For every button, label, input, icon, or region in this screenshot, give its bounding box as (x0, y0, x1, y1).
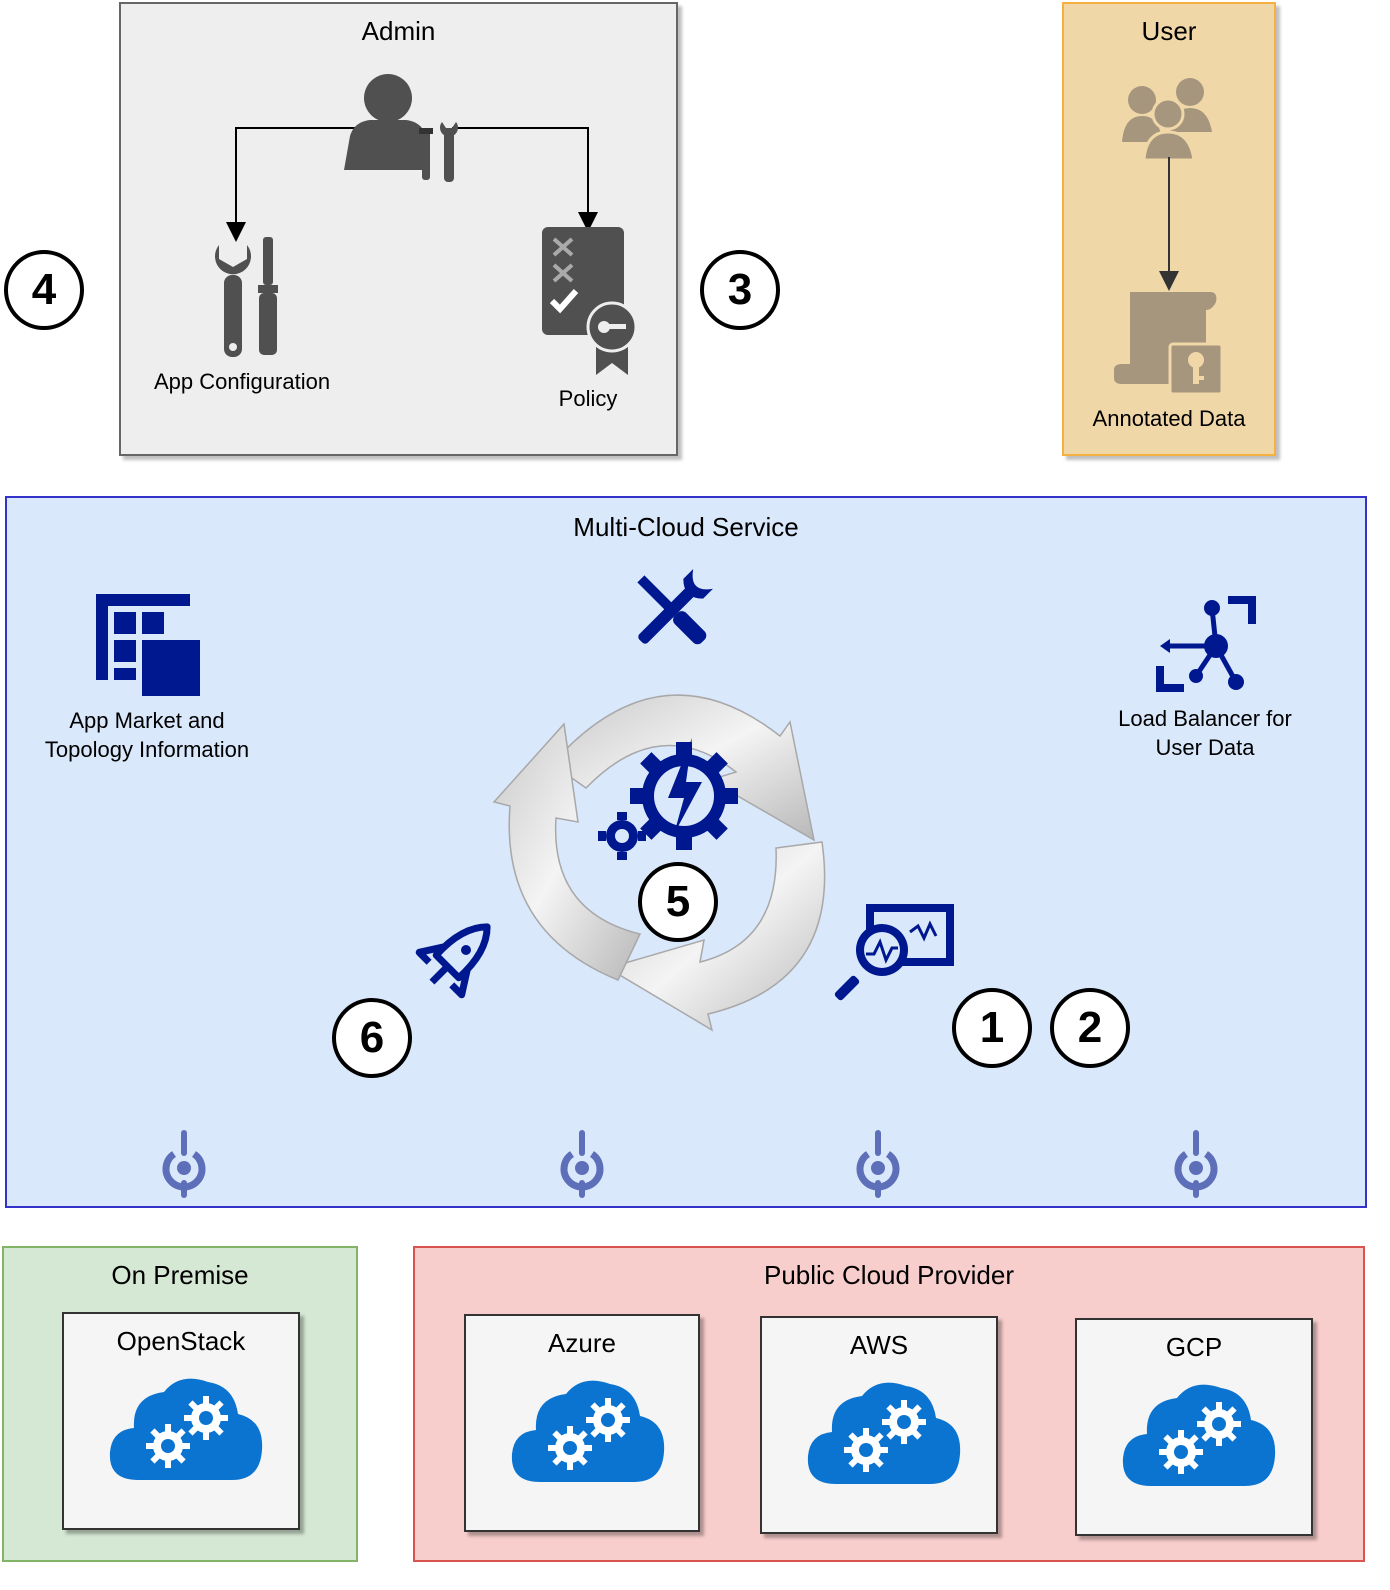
provider-aws: AWS (760, 1316, 998, 1534)
endpoint-connector-icon (560, 1130, 604, 1198)
admin-title: Admin (361, 16, 436, 46)
step-badge-5: 5 (638, 862, 718, 942)
annotated-data-scroll-icon (1114, 292, 1224, 396)
provider-azure: Azure (464, 1314, 700, 1532)
step-badge-4: 4 (4, 250, 84, 330)
step-badge-6: 6 (332, 998, 412, 1078)
provider-gcp: GCP (1075, 1318, 1313, 1536)
provider-name: OpenStack (116, 1326, 246, 1356)
admin-to-policy-arrow (452, 127, 598, 232)
lifecycle-cycle-arrows (492, 694, 826, 1032)
multicloud-title: Multi-Cloud Service (573, 512, 799, 542)
step-badge-2: 2 (1050, 988, 1130, 1068)
provider-openstack: OpenStack (62, 1312, 300, 1530)
endpoint-connector-icon (856, 1130, 900, 1198)
deploy-rocket-icon (415, 923, 491, 999)
cloud-gears-icon (109, 1378, 263, 1480)
on-premise-title: On Premise (111, 1260, 249, 1290)
users-group-icon (1122, 78, 1212, 162)
cloud-gears-icon (1122, 1384, 1276, 1486)
admin-to-appconfig-arrow (226, 127, 360, 242)
automation-gears-icon (598, 738, 738, 860)
load-balancer-label: Load Balancer for User Data (1118, 706, 1292, 760)
app-market-label: App Market and Topology Information (44, 708, 250, 762)
annotated-data-label: Annotated Data (1092, 406, 1246, 431)
policy-certificate-icon (542, 227, 638, 375)
policy-label: Policy (558, 386, 618, 411)
wrench-screwdriver-icon (215, 237, 278, 357)
app-configuration-label: App Configuration (153, 369, 331, 394)
maintenance-tools-icon (637, 568, 714, 645)
provider-name: GCP (1165, 1332, 1223, 1362)
app-market-icon (96, 594, 200, 696)
endpoint-connector-icon (162, 1130, 206, 1198)
user-title: User (1141, 16, 1197, 46)
public-cloud-title: Public Cloud Provider (763, 1260, 1014, 1290)
load-balancer-icon (1156, 596, 1256, 692)
user-to-data-arrow (1159, 157, 1179, 291)
provider-name: Azure (548, 1328, 616, 1358)
admin-person-icon (344, 74, 458, 182)
admin-connector-arrows (226, 127, 598, 242)
monitoring-analytics-icon (834, 904, 954, 1001)
endpoint-connector-icon (1174, 1130, 1218, 1198)
step-badge-3: 3 (700, 250, 780, 330)
cloud-gears-icon (511, 1380, 665, 1482)
cloud-gears-icon (807, 1382, 961, 1484)
provider-name: AWS (849, 1330, 909, 1360)
step-badge-1: 1 (952, 988, 1032, 1068)
